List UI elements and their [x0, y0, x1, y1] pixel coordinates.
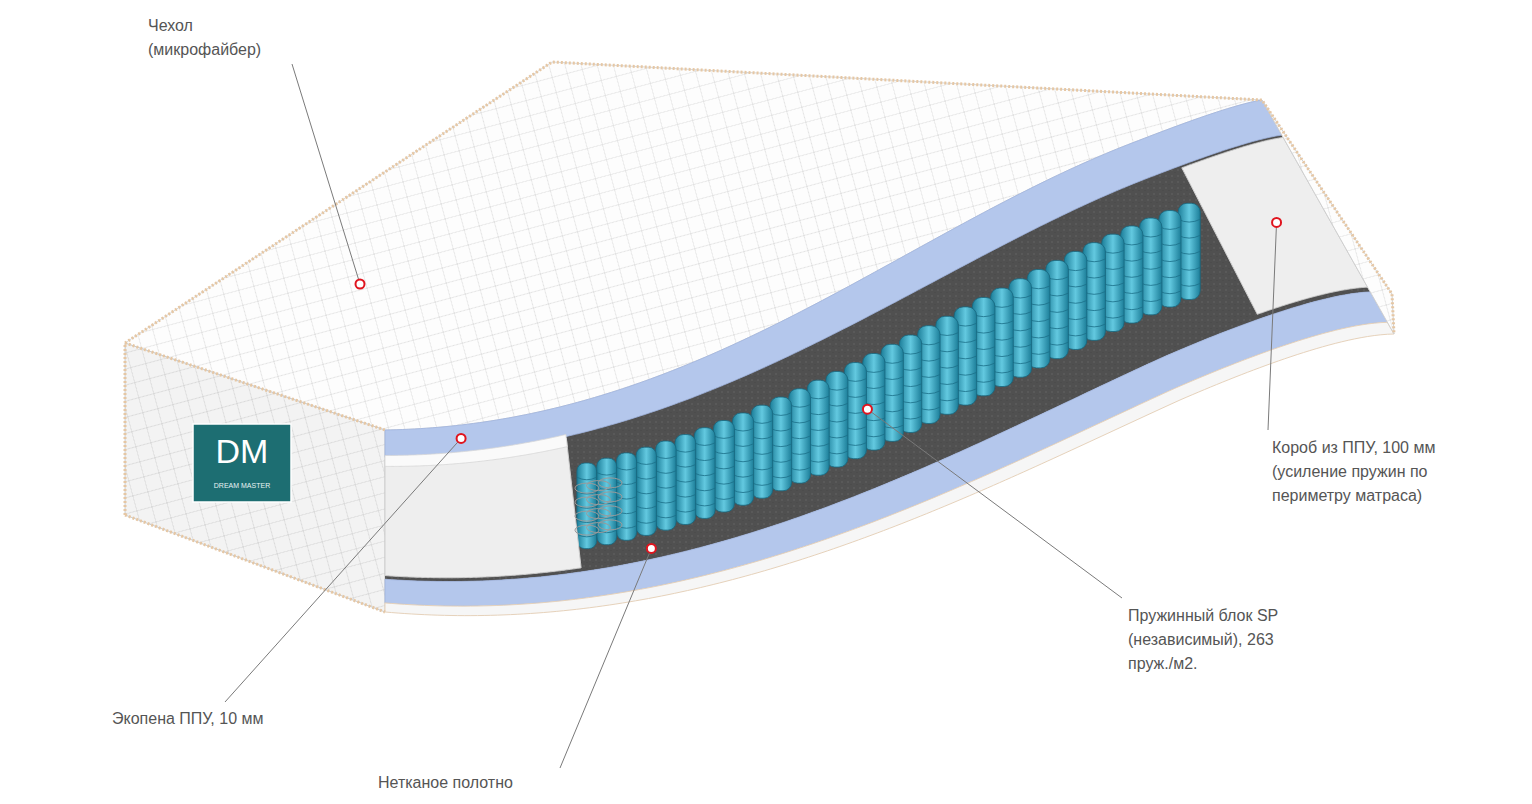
spring-coil	[694, 443, 715, 446]
spring-coil	[656, 515, 676, 518]
spring-coil	[751, 467, 772, 470]
spring	[694, 428, 715, 519]
spring-coil	[636, 506, 656, 509]
callout-label: Короб из ППУ, 100 мм (усиление пружин по…	[1272, 436, 1507, 508]
spring	[751, 405, 772, 498]
spring-coil	[636, 521, 656, 524]
foam-box-top	[385, 435, 567, 467]
cover-piping	[125, 515, 385, 612]
cover-piping	[125, 62, 1394, 515]
leader-line	[1268, 222, 1277, 430]
spring-wire	[598, 492, 622, 502]
spring-body	[617, 453, 637, 540]
spring-wire	[598, 478, 622, 488]
spring-wire	[598, 506, 622, 516]
cover-end	[1262, 100, 1394, 334]
spring-coil	[751, 483, 772, 486]
spring-coil	[770, 444, 792, 447]
spring-coil	[675, 450, 696, 453]
logo-panel	[193, 424, 291, 502]
spring-body	[770, 397, 792, 491]
callout-label: Нетканое полотно	[378, 772, 513, 794]
spring-coil	[617, 497, 637, 500]
spring-coil	[732, 490, 753, 493]
spring-coil	[732, 474, 753, 477]
callout-marker	[457, 434, 466, 443]
spring-block	[577, 203, 1200, 548]
spring-body	[675, 435, 696, 525]
spring	[675, 435, 696, 525]
spring-coil	[636, 477, 656, 480]
spring	[617, 453, 637, 540]
spring-coil	[694, 458, 715, 461]
spring-coil	[675, 480, 696, 483]
spring-coil	[751, 452, 772, 455]
spring-coil	[617, 467, 637, 470]
spring-coil	[713, 481, 734, 484]
spring-coil	[597, 473, 617, 475]
spring	[732, 413, 753, 505]
open-spring	[575, 478, 622, 535]
callout-marker	[356, 280, 365, 289]
leader-line	[292, 64, 360, 284]
spring-coil	[617, 511, 637, 514]
spring-coil	[577, 477, 597, 479]
spring-body	[636, 447, 656, 535]
spring-body	[732, 413, 753, 505]
cover-front-shade	[125, 343, 385, 612]
spring-body	[656, 441, 676, 530]
spring-coil	[617, 482, 637, 485]
spring-coil	[713, 436, 734, 439]
spring-coil	[732, 459, 753, 462]
leader-line	[225, 438, 461, 702]
spring-coil	[656, 500, 676, 503]
spring-body	[694, 428, 715, 519]
spring-coil	[732, 428, 753, 431]
spring-coil	[770, 475, 792, 478]
spring-coil	[694, 503, 715, 506]
leader-line	[560, 548, 651, 768]
spring-coil	[656, 486, 676, 489]
spring-coil	[770, 428, 792, 431]
spring-coil	[636, 462, 656, 465]
spring	[636, 447, 656, 535]
callout-label: Чехол (микрофайбер)	[148, 14, 278, 62]
callout-label: Пружинный блок SP (независимый), 263 пру…	[1128, 604, 1306, 676]
spring-coil	[656, 471, 676, 474]
spring-coil	[694, 488, 715, 491]
spring-coil	[636, 491, 656, 494]
spring-coil	[751, 421, 772, 424]
spring-coil	[675, 509, 696, 512]
callout-marker	[647, 544, 656, 553]
spring-coil	[713, 451, 734, 454]
spring-coil	[751, 436, 772, 439]
foam-bottom-layer	[385, 292, 1387, 606]
cover-front	[125, 343, 385, 612]
spring	[770, 397, 792, 491]
spring-coil	[694, 473, 715, 476]
spring-coil	[770, 460, 792, 463]
spring-coil	[770, 413, 792, 416]
callout-label: Экопена ППУ, 10 мм	[112, 708, 264, 730]
spring	[656, 441, 676, 530]
callout-marker	[1272, 218, 1281, 227]
cover-piping	[125, 343, 385, 430]
spring-coil	[732, 444, 753, 447]
spring	[713, 420, 734, 512]
callout-marker	[863, 405, 872, 414]
spring-coil	[713, 466, 734, 469]
spring-body	[751, 405, 772, 498]
logo-text: DM	[193, 432, 291, 470]
spring-wire	[598, 520, 622, 530]
logo-subtext: DREAM MASTER	[193, 481, 291, 490]
spring-coil	[656, 456, 676, 459]
spring-body	[713, 420, 734, 512]
leader-line	[867, 409, 1122, 598]
spring-coil	[675, 465, 696, 468]
spring-coil	[675, 494, 696, 497]
cover-bottom-lip	[385, 322, 1394, 615]
spring-coil	[713, 497, 734, 500]
